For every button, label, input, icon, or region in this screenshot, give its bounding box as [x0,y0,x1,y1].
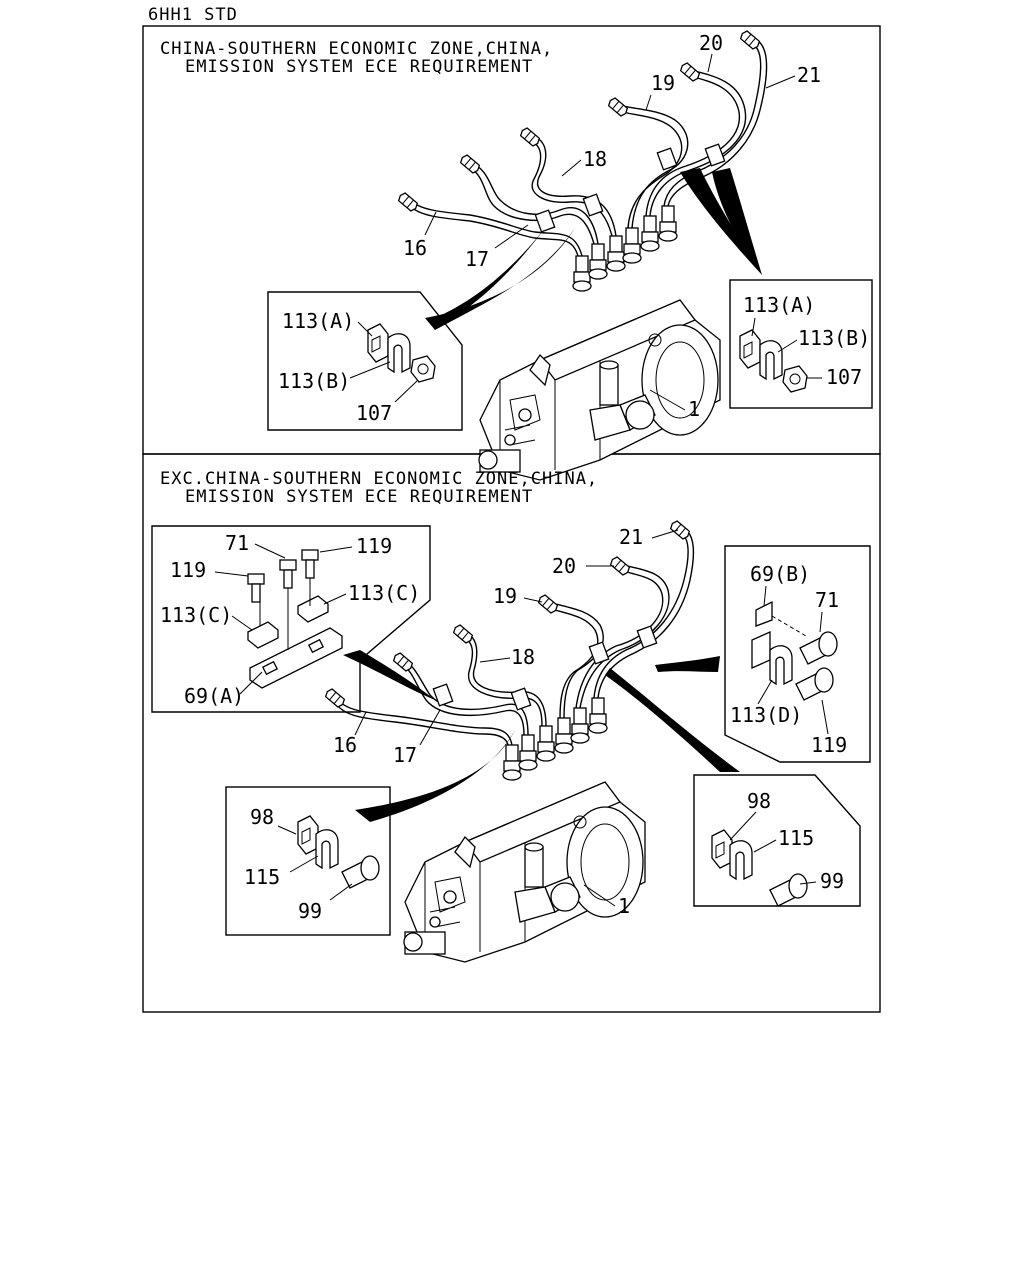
label-upper-left-107: 107 [356,401,392,425]
label-upper-left-113a: 113(A) [282,309,354,333]
lower-heading-1: EXC.CHINA-SOUTHERN ECONOMIC ZONE,CHINA, [160,469,598,489]
label-lower-tl-69a: 69(A) [184,684,244,708]
label-upper-21: 21 [797,63,821,87]
detail-box-lower-tr: 69(B) 71 113(D) 119 [724,545,871,763]
label-upper-18: 18 [583,147,607,171]
label-lower-tr-71: 71 [815,588,839,612]
label-upper-1: 1 [688,397,700,421]
label-lower-br-115: 115 [778,826,814,850]
label-lower-18: 18 [511,645,535,669]
lower-section: EXC.CHINA-SOUTHERN ECONOMIC ZONE,CHINA, … [151,469,871,963]
label-lower-tl-113c-left: 113(C) [160,603,232,627]
label-lower-br-99: 99 [820,869,844,893]
detail-box-upper-right: 113(A) 113(B) 107 [729,279,873,409]
injection-pipes-lower [323,519,695,746]
label-upper-left-113b: 113(B) [278,369,350,393]
label-lower-21: 21 [619,525,643,549]
label-upper-17: 17 [465,247,489,271]
callout-wedge-lower-tr [655,656,720,672]
upper-heading-1: CHINA-SOUTHERN ECONOMIC ZONE,CHINA, [160,39,553,59]
label-lower-17: 17 [393,743,417,767]
label-lower-bl-99: 99 [298,899,322,923]
injection-pipes-upper [396,29,768,257]
page-label: 6HH1 STD [148,5,238,25]
callout-wedge-upper-right [680,168,762,275]
label-upper-19: 19 [651,71,675,95]
upper-heading-2: EMISSION SYSTEM ECE REQUIREMENT [185,57,533,77]
delivery-fittings-lower [502,697,608,781]
callout-wedge-upper-left-2 [430,228,545,328]
label-lower-20: 20 [552,554,576,578]
callout-wedge-upper-right-2 [712,168,762,275]
label-lower-bl-98: 98 [250,805,274,829]
label-lower-16: 16 [333,733,357,757]
injection-pump-lower [403,781,646,963]
detail-box-lower-br: 98 115 99 [693,774,861,907]
detail-box-lower-tl: 71 119 119 113(C) 113(C) 69(A) [151,525,431,713]
label-upper-right-113a: 113(A) [743,293,815,317]
label-lower-1: 1 [618,894,630,918]
label-lower-tl-119a: 119 [170,558,206,582]
label-upper-right-107: 107 [826,365,862,389]
callout-wedge-lower-tl [343,650,435,700]
label-lower-tr-119: 119 [811,733,847,757]
label-upper-20: 20 [699,31,723,55]
callout-wedge-lower-bl [355,730,515,822]
label-lower-bl-115: 115 [244,865,280,889]
upper-section: CHINA-SOUTHERN ECONOMIC ZONE,CHINA, EMIS… [160,29,873,481]
label-lower-tr-69b: 69(B) [750,562,810,586]
label-upper-right-113b: 113(B) [798,326,870,350]
label-lower-19: 19 [493,584,517,608]
lower-heading-2: EMISSION SYSTEM ECE REQUIREMENT [185,487,533,507]
injection-pump-upper [478,299,721,481]
label-upper-16: 16 [403,236,427,260]
label-lower-br-98: 98 [747,789,771,813]
detail-box-lower-bl: 98 115 99 [225,786,391,936]
label-lower-tl-71: 71 [225,531,249,555]
label-lower-tr-113d: 113(D) [730,703,802,727]
callout-wedge-lower-br [605,668,740,772]
detail-box-upper-left: 113(A) 113(B) 107 [267,291,463,431]
label-lower-tl-119b: 119 [356,534,392,558]
label-lower-tl-113c-right: 113(C) [348,581,420,605]
